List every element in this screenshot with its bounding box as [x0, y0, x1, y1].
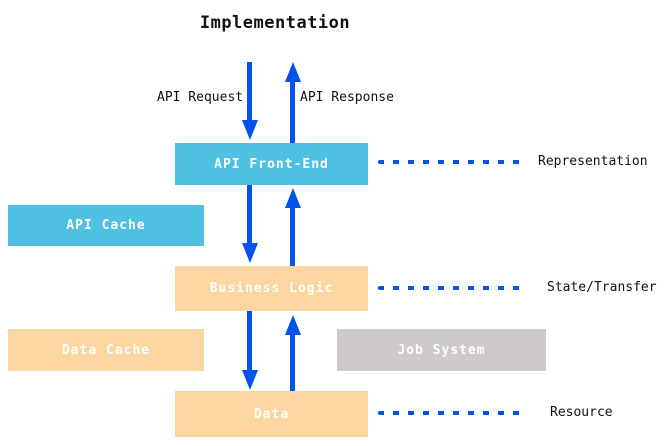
data-cache-box: Data Cache	[8, 329, 204, 371]
data-box-label: Data	[253, 406, 290, 422]
down-arrow-icon	[242, 120, 258, 140]
down-arrow-icon	[242, 370, 258, 390]
job-system-box-label: Job System	[397, 342, 486, 358]
representation-dashed-line	[378, 160, 524, 164]
business-logic-box-label: Business Logic	[209, 281, 334, 296]
resource-dashed-line	[378, 411, 524, 415]
api-request-arrow-shaft	[247, 62, 252, 122]
resource-label: Resource	[550, 405, 613, 420]
business-logic-box: Business Logic	[175, 266, 368, 311]
up-arrow-icon	[285, 62, 301, 82]
up-arrow-icon	[285, 315, 301, 335]
data-cache-box-label: Data Cache	[61, 342, 151, 358]
state-transfer-dashed-line	[378, 286, 524, 290]
down-arrow-icon	[242, 243, 258, 263]
logic-to-frontend-arrow-shaft	[290, 206, 295, 266]
frontend-to-logic-arrow-shaft	[247, 185, 252, 243]
diagram-title: Implementation	[199, 13, 351, 33]
api-cache-box: API Cache	[8, 205, 204, 246]
api-response-arrow-shaft	[290, 80, 295, 143]
data-to-logic-arrow-shaft	[290, 333, 295, 391]
api-request-label: API Request	[157, 90, 244, 105]
api-response-label: API Response	[300, 90, 394, 105]
representation-label: Representation	[538, 154, 648, 169]
data-box: Data	[175, 391, 368, 437]
job-system-box: Job System	[337, 329, 546, 371]
api-cache-box-label: API Cache	[66, 218, 146, 233]
up-arrow-icon	[285, 188, 301, 208]
api-front-end-box: API Front-End	[175, 143, 368, 185]
logic-to-data-arrow-shaft	[247, 311, 252, 370]
api-front-end-box-label: API Front-End	[214, 156, 329, 172]
state-transfer-label: State/Transfer	[547, 280, 657, 295]
